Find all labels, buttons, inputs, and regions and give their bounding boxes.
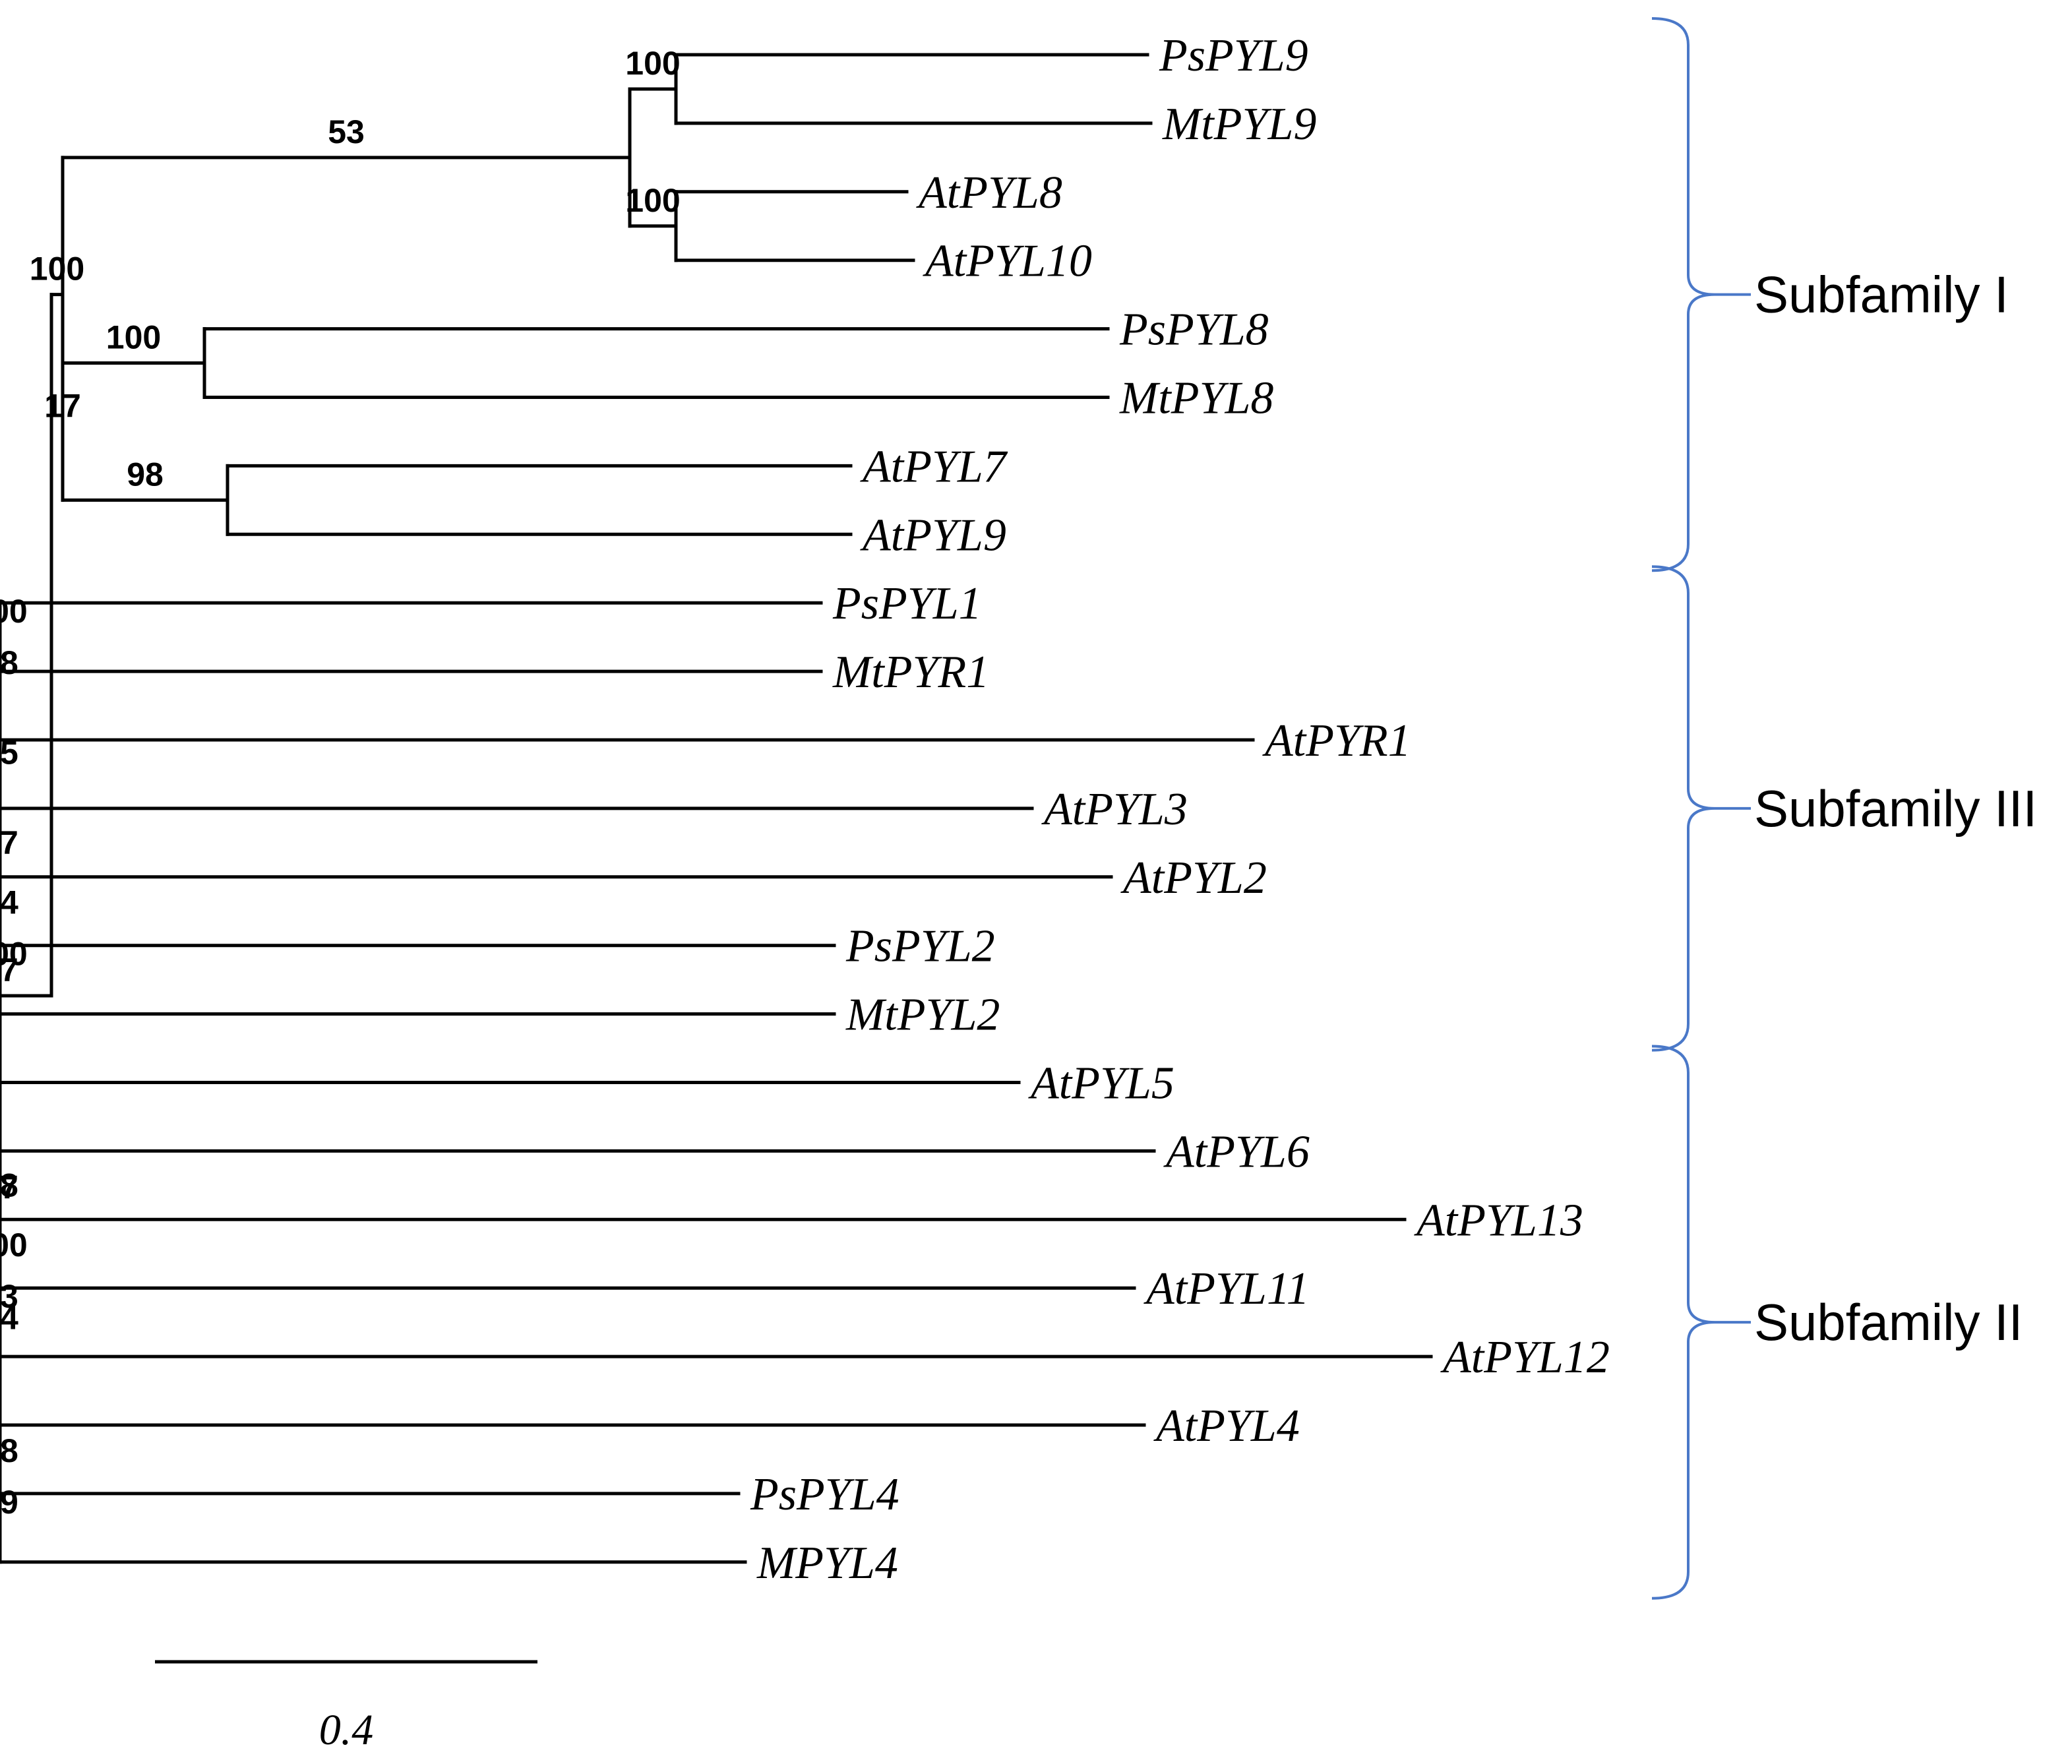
- bootstrap-value: 100: [0, 936, 28, 973]
- bootstrap-value: 100: [0, 593, 28, 630]
- bootstrap-value: 53: [328, 113, 365, 150]
- tree-branches: [0, 53, 1433, 1564]
- bootstrap-value: 100: [625, 182, 680, 219]
- bootstrap-value: 93: [0, 1278, 18, 1315]
- bootstrap-value: 98: [0, 1432, 18, 1469]
- taxon-label: AtPYL6: [1163, 1126, 1310, 1177]
- taxon-label: PsPYL2: [845, 921, 995, 972]
- scale-bar: 0.4: [155, 1660, 537, 1754]
- taxon-label: AtPYL4: [1153, 1401, 1300, 1451]
- taxon-label: PsPYL8: [1119, 305, 1269, 355]
- taxon-label: MtPYL8: [1119, 373, 1273, 424]
- bootstrap-value: 97: [0, 824, 18, 861]
- bootstrap-value: 100: [106, 319, 161, 356]
- taxon-label: AtPYL8: [916, 167, 1062, 218]
- taxon-label: PsPYL9: [1159, 30, 1308, 81]
- taxon-label: PsPYL1: [832, 578, 982, 629]
- bootstrap-values: 1001005310098171001009810044979593100789…: [0, 45, 681, 1521]
- taxon-label: AtPYL3: [1041, 784, 1188, 835]
- taxon-label: AtPYL9: [860, 510, 1006, 561]
- bootstrap-value: 100: [0, 1227, 28, 1263]
- bootstrap-value: 98: [127, 456, 164, 493]
- subfamily-brackets: Subfamily I Subfamily III Subfamily II: [1651, 17, 2037, 1600]
- bootstrap-value: 17: [44, 387, 81, 424]
- taxon-label: PsPYL4: [750, 1469, 899, 1520]
- taxon-label: AtPYL5: [1028, 1058, 1174, 1109]
- taxon-label: AtPYL7: [860, 441, 1008, 492]
- taxon-label: AtPYL13: [1414, 1195, 1583, 1246]
- bootstrap-value: 95: [0, 734, 18, 771]
- bootstrap-value: 98: [0, 644, 18, 681]
- taxon-label: AtPYL12: [1440, 1332, 1610, 1383]
- taxon-label: AtPYR1: [1262, 715, 1411, 766]
- taxon-label: MtPYL2: [845, 990, 1000, 1041]
- subfamily-label: Subfamily II: [1754, 1293, 2023, 1351]
- taxon-label: MtPYL9: [1162, 99, 1316, 150]
- scale-bar-label: 0.4: [319, 1706, 374, 1754]
- taxon-labels: PsPYL9MtPYL9AtPYL8AtPYL10PsPYL8MtPYL8AtP…: [750, 30, 1610, 1589]
- taxon-label: MPYL4: [756, 1538, 898, 1589]
- subfamily-bracket: [1651, 1045, 1715, 1600]
- taxon-label: AtPYL11: [1143, 1263, 1310, 1314]
- subfamily-label: Subfamily I: [1754, 266, 2009, 324]
- bootstrap-value: 54: [0, 1300, 18, 1337]
- bootstrap-value: 99: [0, 1484, 18, 1521]
- taxon-label: AtPYL2: [1120, 853, 1267, 903]
- taxon-label: MtPYR1: [832, 647, 989, 698]
- subfamily-bracket: [1651, 565, 1715, 1052]
- bootstrap-value: 97: [0, 1169, 18, 1206]
- bootstrap-value: 78: [0, 1167, 18, 1203]
- bootstrap-value: 100: [625, 45, 680, 82]
- bootstrap-value: 100: [30, 251, 84, 288]
- bootstrap-value: 97: [0, 952, 18, 988]
- bootstrap-value: 44: [0, 884, 18, 921]
- subfamily-bracket: [1651, 17, 1715, 572]
- subfamily-label: Subfamily III: [1754, 779, 2037, 837]
- taxon-label: AtPYL10: [923, 236, 1092, 287]
